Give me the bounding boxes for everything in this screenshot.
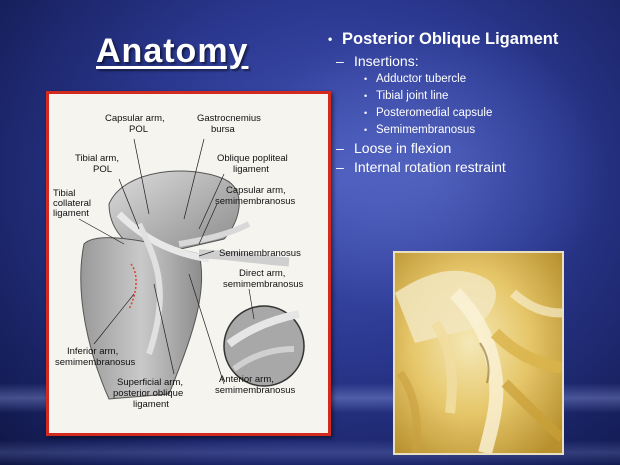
bullet-dot-icon: •: [364, 122, 367, 139]
bullet-list: • Posterior Oblique Ligament –Insertions…: [328, 30, 613, 177]
sub-bullet: • Tibial joint line: [364, 88, 613, 105]
subpoint: –Insertions:: [336, 52, 613, 71]
slide-title: Anatomy: [96, 32, 248, 71]
dash-icon: –: [336, 158, 344, 177]
label-anterior-arm: Anterior arm,: [219, 374, 274, 385]
label-superficial-arm: posterior oblique: [113, 388, 183, 399]
subpoint: –Internal rotation restraint: [336, 158, 613, 177]
heading-text: Posterior Oblique Ligament: [342, 30, 558, 48]
label-tibial-collateral-ligament: ligament: [53, 208, 89, 219]
label-gastrocnemius-bursa: bursa: [211, 124, 235, 135]
sub-bullet: • Adductor tubercle: [364, 71, 613, 88]
sub-bullet-text: Adductor tubercle: [376, 73, 466, 85]
bullet-heading: • Posterior Oblique Ligament: [328, 30, 613, 48]
label-gastrocnemius-bursa: Gastrocnemius: [197, 113, 261, 124]
label-capsular-arm-semimembranosus: Capsular arm,: [226, 185, 286, 196]
sub-bullet: • Posteromedial capsule: [364, 105, 613, 122]
label-anterior-arm: semimembranosus: [215, 385, 295, 396]
label-inferior-arm: semimembranosus: [55, 357, 135, 368]
label-oblique-popliteal-ligament: Oblique popliteal: [217, 153, 288, 164]
subpoint-text: Internal rotation restraint: [354, 159, 506, 175]
label-capsular-arm-pol: POL: [129, 124, 148, 135]
label-direct-arm: semimembranosus: [223, 279, 303, 290]
label-capsular-arm-semimembranosus: semimembranosus: [215, 196, 295, 207]
label-direct-arm: Direct arm,: [239, 268, 285, 279]
label-semimembranosus: Semimembranosus: [219, 248, 301, 259]
cadaver-photo-drawing: [395, 253, 562, 453]
label-oblique-popliteal-ligament: ligament: [233, 164, 269, 175]
anatomy-illustration: Capsular arm, POL Gastrocnemius bursa Ti…: [46, 91, 331, 436]
label-tibial-arm-pol: POL: [93, 164, 112, 175]
sub-bullet-text: Posteromedial capsule: [376, 107, 492, 119]
dash-icon: –: [336, 139, 344, 158]
bullet-dot-icon: •: [364, 105, 367, 122]
label-superficial-arm: Superficial arm,: [117, 377, 183, 388]
knee-drawing: Capsular arm, POL Gastrocnemius bursa Ti…: [49, 94, 328, 433]
bullet-dot-icon: •: [364, 71, 367, 88]
subpoint: –Loose in flexion: [336, 139, 613, 158]
bullet-dot-icon: •: [328, 30, 332, 48]
label-tibial-arm-pol: Tibial arm,: [75, 153, 119, 164]
dash-icon: –: [336, 52, 344, 71]
sub-bullet-text: Tibial joint line: [376, 90, 448, 102]
label-inferior-arm: Inferior arm,: [67, 346, 118, 357]
sub-bullet-text: Semimembranosus: [376, 124, 475, 136]
cadaver-photo: [393, 251, 564, 455]
subpoint-text: Insertions:: [354, 53, 419, 69]
tibia: [81, 238, 202, 399]
sub-bullet: • Semimembranosus: [364, 122, 613, 139]
label-superficial-arm: ligament: [133, 399, 169, 410]
label-capsular-arm-pol: Capsular arm,: [105, 113, 165, 124]
bullet-dot-icon: •: [364, 88, 367, 105]
subpoint-text: Loose in flexion: [354, 140, 451, 156]
